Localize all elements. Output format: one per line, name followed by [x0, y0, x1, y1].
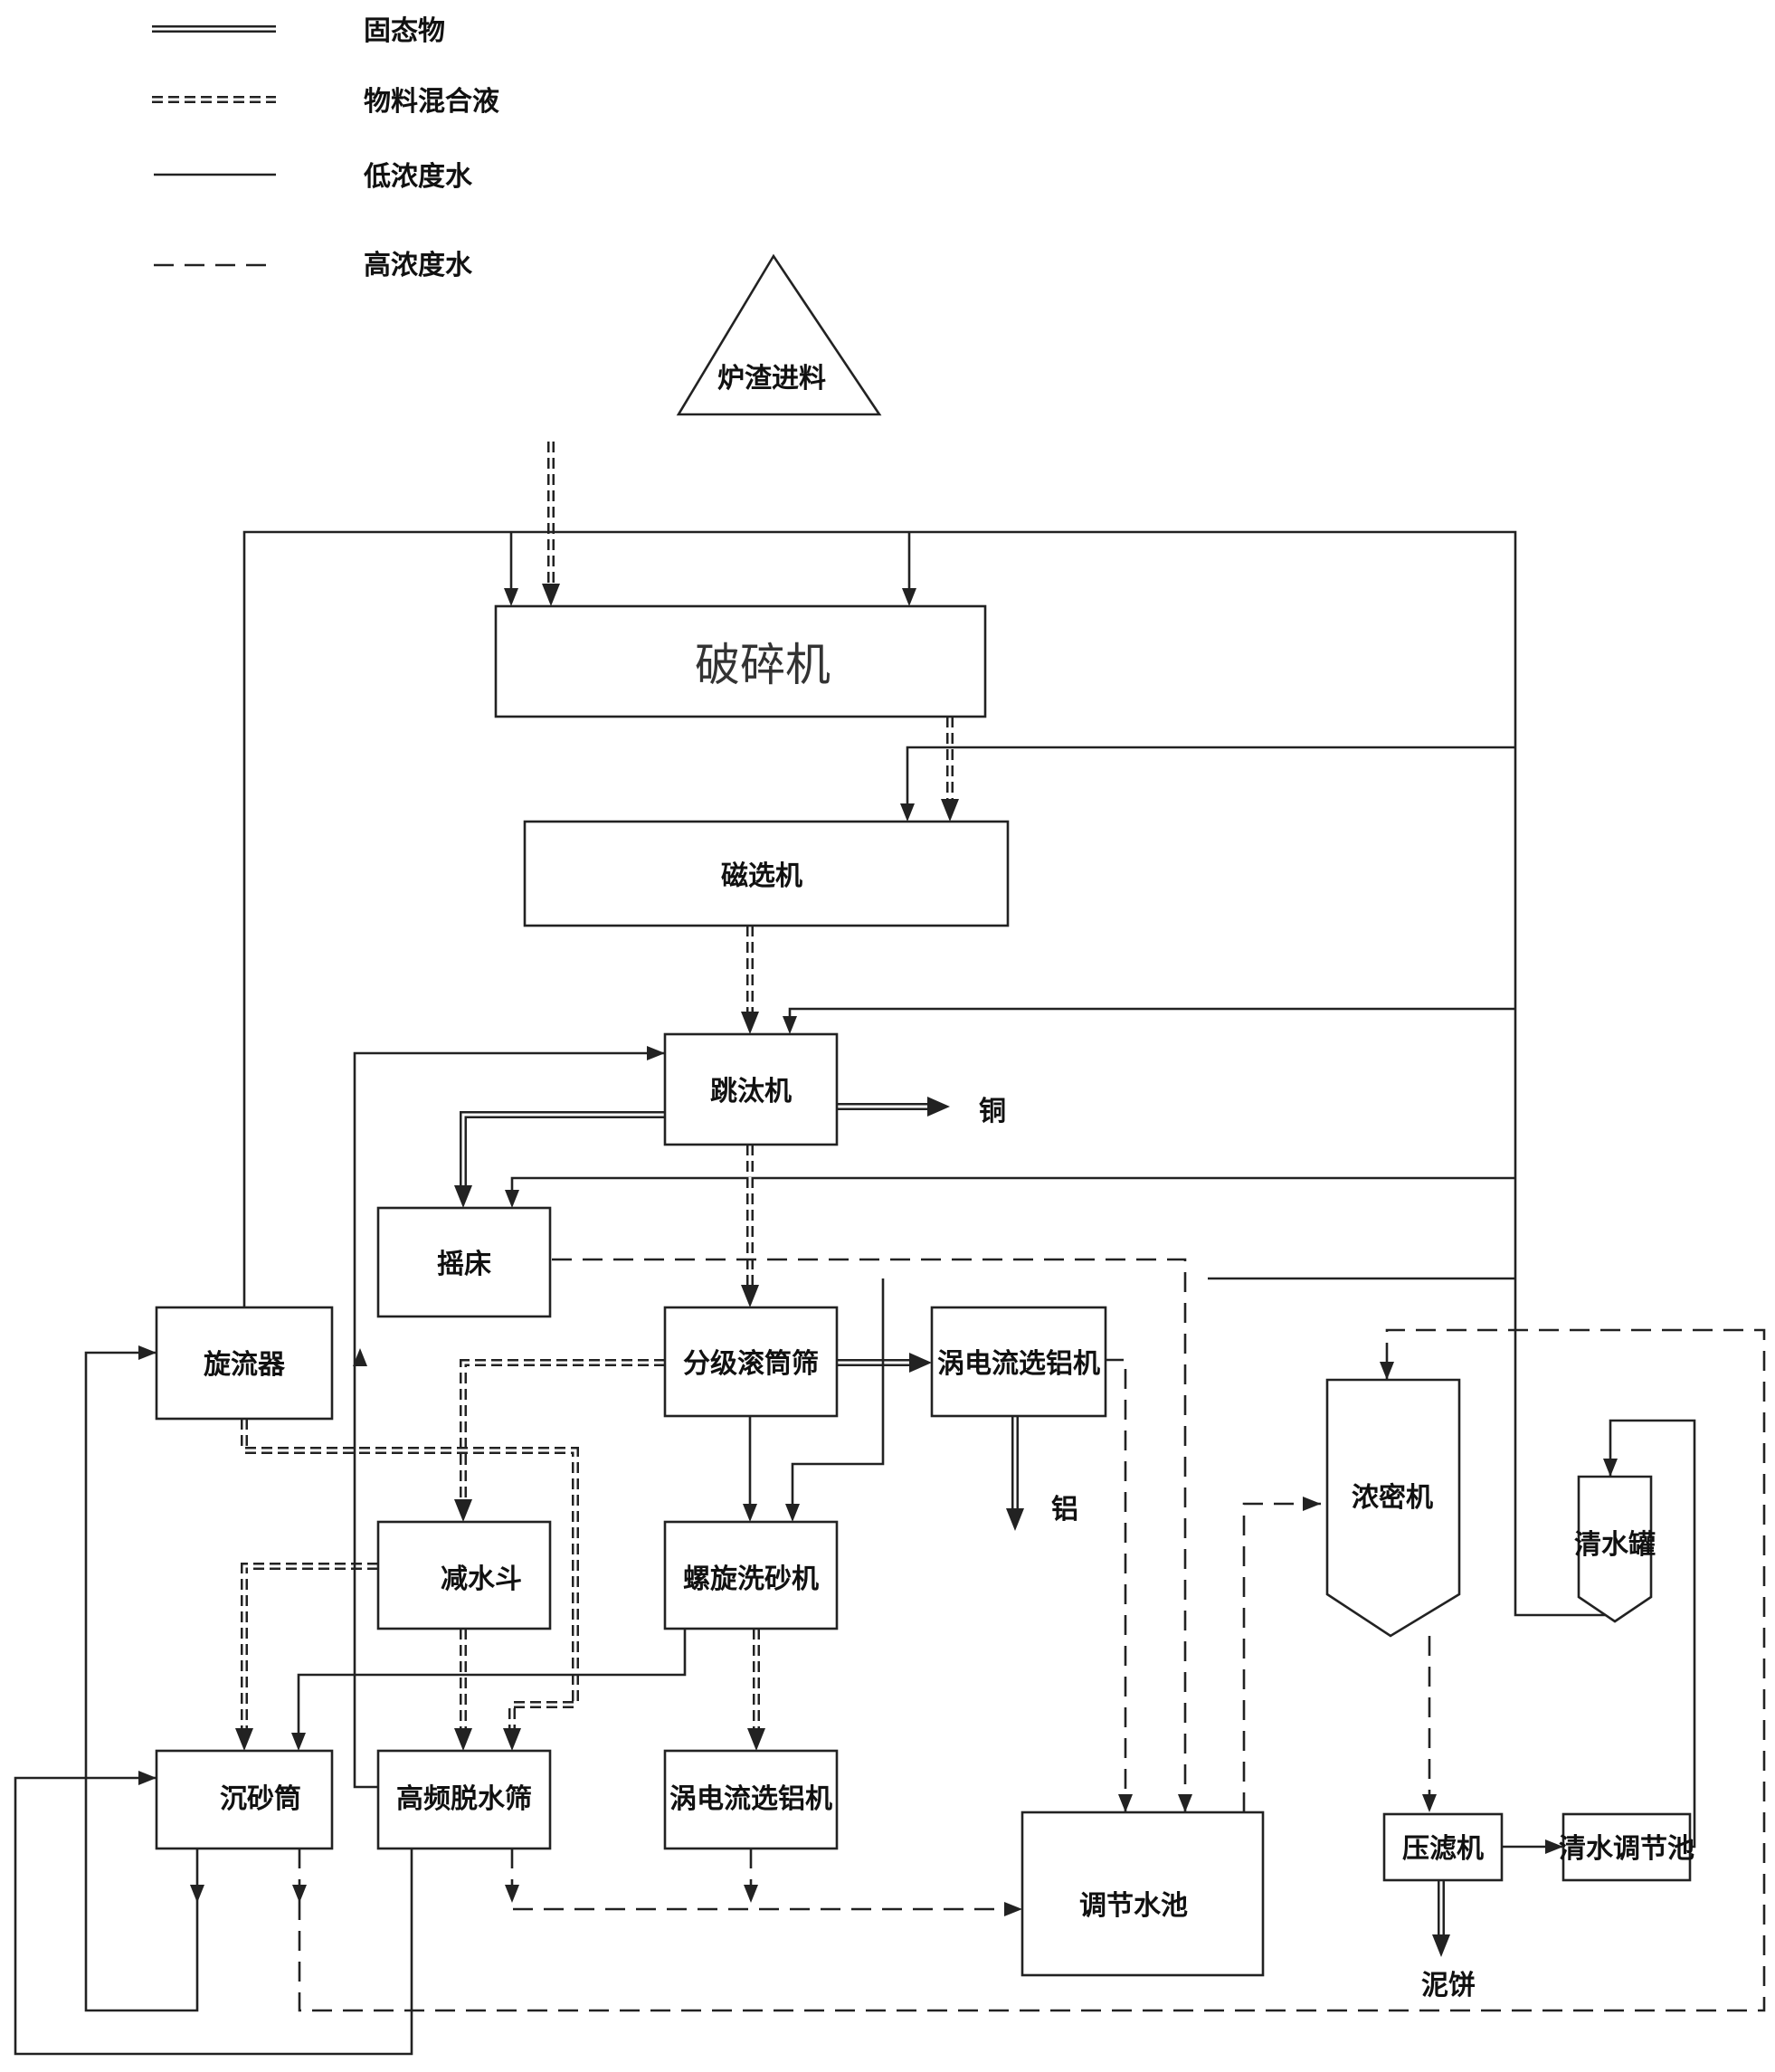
- spiral-sand-washer-label: 螺旋洗砂机: [683, 1564, 819, 1595]
- copper-output-label: 铜: [979, 1096, 1006, 1127]
- legend-solid-label: 固态物: [364, 15, 445, 47]
- eddy-current-separator-2-node: 涡电流选铝机: [663, 1749, 839, 1850]
- legend-mixed-label: 物料混合液: [364, 86, 499, 118]
- clear-water-regulating-pool-label: 清水调节池: [1559, 1833, 1694, 1865]
- shaking-table-node: 摇床: [376, 1206, 552, 1318]
- eddy-current-separator-1-node: 涡电流选铝机: [930, 1306, 1107, 1418]
- feed-node: 炉渣进料: [676, 253, 882, 416]
- clear-water-regulating-pool-node: 清水调节池: [1559, 1812, 1694, 1882]
- filter-press-label: 压滤机: [1402, 1833, 1484, 1865]
- jig-node: 跳汰机: [663, 1032, 839, 1146]
- trommel-label: 分级滚筒筛: [683, 1348, 819, 1380]
- eddy-current-separator-1-label: 涡电流选铝机: [937, 1348, 1100, 1380]
- legend-low-water-label: 低浓度水: [363, 161, 473, 193]
- clear-water-tank-node: 清水罐: [1574, 1475, 1656, 1623]
- thickener-node: 浓密机: [1325, 1378, 1461, 1638]
- feed-label: 炉渣进料: [717, 363, 826, 394]
- clear-water-tank-label: 清水罐: [1574, 1529, 1656, 1561]
- thickener-label: 浓密机: [1352, 1482, 1433, 1514]
- high-frequency-dewatering-screen-label: 高频脱水筛: [396, 1783, 532, 1815]
- aluminum-output-label: 铝: [1051, 1494, 1078, 1525]
- magnetic-separator-node: 磁选机: [523, 820, 1010, 927]
- filter-press-node: 压滤机: [1382, 1812, 1504, 1882]
- shaking-table-label: 摇床: [437, 1249, 491, 1280]
- crusher-node: 破碎机: [494, 604, 987, 718]
- legend: 固态物 物料混合液 低浓度水 高浓度水: [152, 15, 499, 281]
- cyclone-node: 旋流器: [155, 1306, 334, 1421]
- sand-settling-tank-node: 沉砂筒: [155, 1749, 334, 1850]
- trommel-node: 分级滚筒筛: [663, 1306, 839, 1418]
- arrowheads: [138, 584, 1618, 1957]
- crusher-label: 破碎机: [695, 639, 831, 691]
- magnetic-separator-label: 磁选机: [721, 860, 802, 892]
- sand-settling-tank-label: 沉砂筒: [220, 1783, 301, 1815]
- cyclone-label: 旋流器: [204, 1349, 286, 1381]
- water-hopper-node: 减水斗: [376, 1520, 552, 1630]
- eddy-current-separator-2-label: 涡电流选铝机: [669, 1783, 832, 1815]
- regulating-pool-node: 调节水池: [1020, 1811, 1265, 1977]
- high-frequency-dewatering-screen-node: 高频脱水筛: [376, 1749, 552, 1850]
- water-hopper-label: 减水斗: [441, 1564, 522, 1595]
- legend-high-water-label: 高浓度水: [364, 250, 473, 281]
- spiral-sand-washer-node: 螺旋洗砂机: [663, 1520, 839, 1630]
- regulating-pool-label: 调节水池: [1079, 1890, 1188, 1922]
- jig-label: 跳汰机: [710, 1076, 792, 1107]
- mud-cake-output-label: 泥饼: [1421, 1970, 1476, 2001]
